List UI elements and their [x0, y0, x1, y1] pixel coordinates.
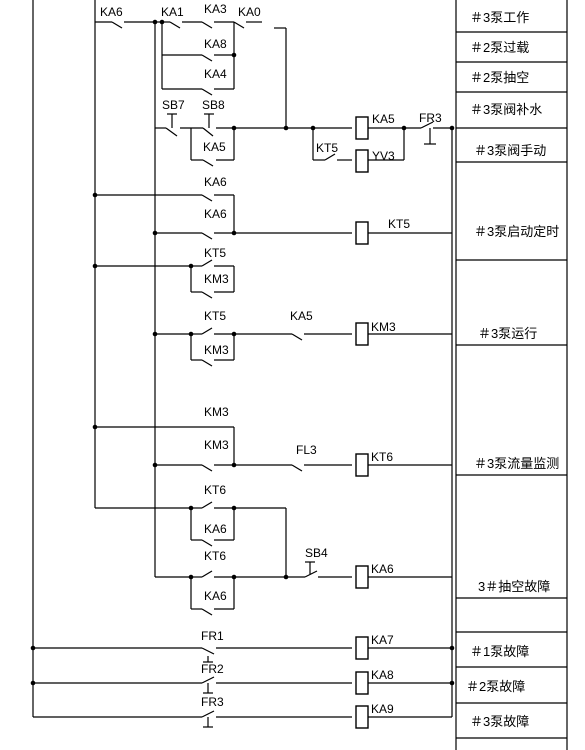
rung-pump3-running: KT5 KM3 KT5 KM3 KA5 KM3: [92, 246, 452, 367]
label-ka5-contact: KA5: [290, 309, 313, 323]
label-sb4: SB4: [305, 546, 328, 560]
ka5-coil: [355, 116, 369, 140]
table-row-4: ＃3泵阀补水: [470, 102, 542, 117]
label-ka3: KA3: [204, 2, 227, 16]
ka8-coil: [355, 671, 369, 695]
ka6-coil: [355, 565, 369, 589]
label-kt5-a: KT5: [204, 246, 226, 260]
label-ka6-contact-1: KA6: [204, 175, 227, 189]
yv3-coil: [355, 149, 369, 173]
rung-pump3-suction-fault: KT6 KA6 KT6 KA6 SB4 KA6: [95, 483, 452, 616]
label-ka5-coil: KA5: [372, 112, 395, 126]
label-kt5-b: KT5: [204, 309, 226, 323]
label-kt6-coil: KT6: [371, 450, 393, 464]
rung-pump3-flow-monitor: KM3 KM3 FL3 KT6: [92, 405, 452, 477]
label-ka8-coil: KA8: [371, 668, 394, 682]
label-fr2: FR2: [201, 662, 224, 676]
label-ka6-contact-2: KA6: [204, 207, 227, 221]
label-km3-d: KM3: [204, 438, 229, 452]
label-ka0: KA0: [238, 5, 261, 19]
table-row-10: ＃1泵故障: [470, 644, 529, 659]
label-ka4: KA4: [204, 67, 227, 81]
table-row-7: ＃3泵运行: [478, 326, 537, 341]
label-ka5-hold: KA5: [203, 140, 226, 154]
description-table: ＃3泵工作 ＃2泵过载 ＃2泵抽空 ＃3泵阀补水 ＃3泵阀手动 ＃3泵启动定时 …: [455, 0, 568, 750]
table-row-1: ＃3泵工作: [470, 10, 529, 25]
rung-pump-faults: FR1 KA7 FR2 KA8 FR3 KA9: [30, 629, 455, 729]
label-sb8: SB8: [202, 98, 225, 112]
label-fr1: FR1: [201, 629, 224, 643]
table-row-3: ＃2泵抽空: [470, 70, 529, 85]
label-km3-b: KM3: [204, 343, 229, 357]
label-fr3: FR3: [201, 695, 224, 709]
label-ka1: KA1: [161, 5, 184, 19]
label-ka6-top: KA6: [100, 5, 123, 19]
label-km3-a: KM3: [204, 272, 229, 286]
label-yv3: YV3: [372, 149, 395, 163]
label-km3-coil: KM3: [371, 320, 396, 334]
table-row-11: ＃2泵故障: [466, 679, 525, 694]
table-row-12: ＃3泵故障: [470, 714, 529, 729]
rung-pump3-work: KA6 KA1 KA3 KA0 KA8 KA4: [95, 2, 287, 128]
label-ka6-coil: KA6: [371, 562, 394, 576]
label-ka8-contact: KA8: [204, 37, 227, 51]
label-kt5-coil: KT5: [388, 217, 410, 231]
ka7-coil: [355, 636, 369, 660]
rung-pump3-start-timer: KA6 KA6 KT5: [92, 175, 452, 245]
ka9-coil: [355, 705, 369, 729]
power-rails: [32, 0, 453, 717]
table-row-8: ＃3泵流量监测: [474, 456, 559, 471]
km3-coil: [355, 322, 369, 346]
table-row-6: ＃3泵启动定时: [474, 224, 559, 239]
label-fl3: FL3: [296, 443, 317, 457]
label-kt5-switch: KT5: [316, 141, 338, 155]
label-ka6-a: KA6: [204, 522, 227, 536]
label-fr3-nc: FR3: [419, 111, 442, 125]
label-km3-c: KM3: [204, 405, 229, 419]
kt6-coil: [355, 453, 369, 477]
kt5-coil: [355, 221, 369, 245]
label-sb7: SB7: [162, 98, 185, 112]
label-kt6-b: KT6: [204, 549, 226, 563]
label-ka7: KA7: [371, 633, 394, 647]
label-ka9: KA9: [371, 702, 394, 716]
table-row-9: 3＃抽空故障: [478, 579, 550, 594]
label-kt6-a: KT6: [204, 483, 226, 497]
label-ka6-b: KA6: [204, 589, 227, 603]
table-row-2: ＃2泵过载: [470, 40, 529, 55]
rung-pump3-valve-fill: SB7 SB8 KA5 KA5 FR3 KT5 YV3: [155, 98, 455, 173]
table-row-5: ＃3泵阀手动: [474, 143, 546, 158]
